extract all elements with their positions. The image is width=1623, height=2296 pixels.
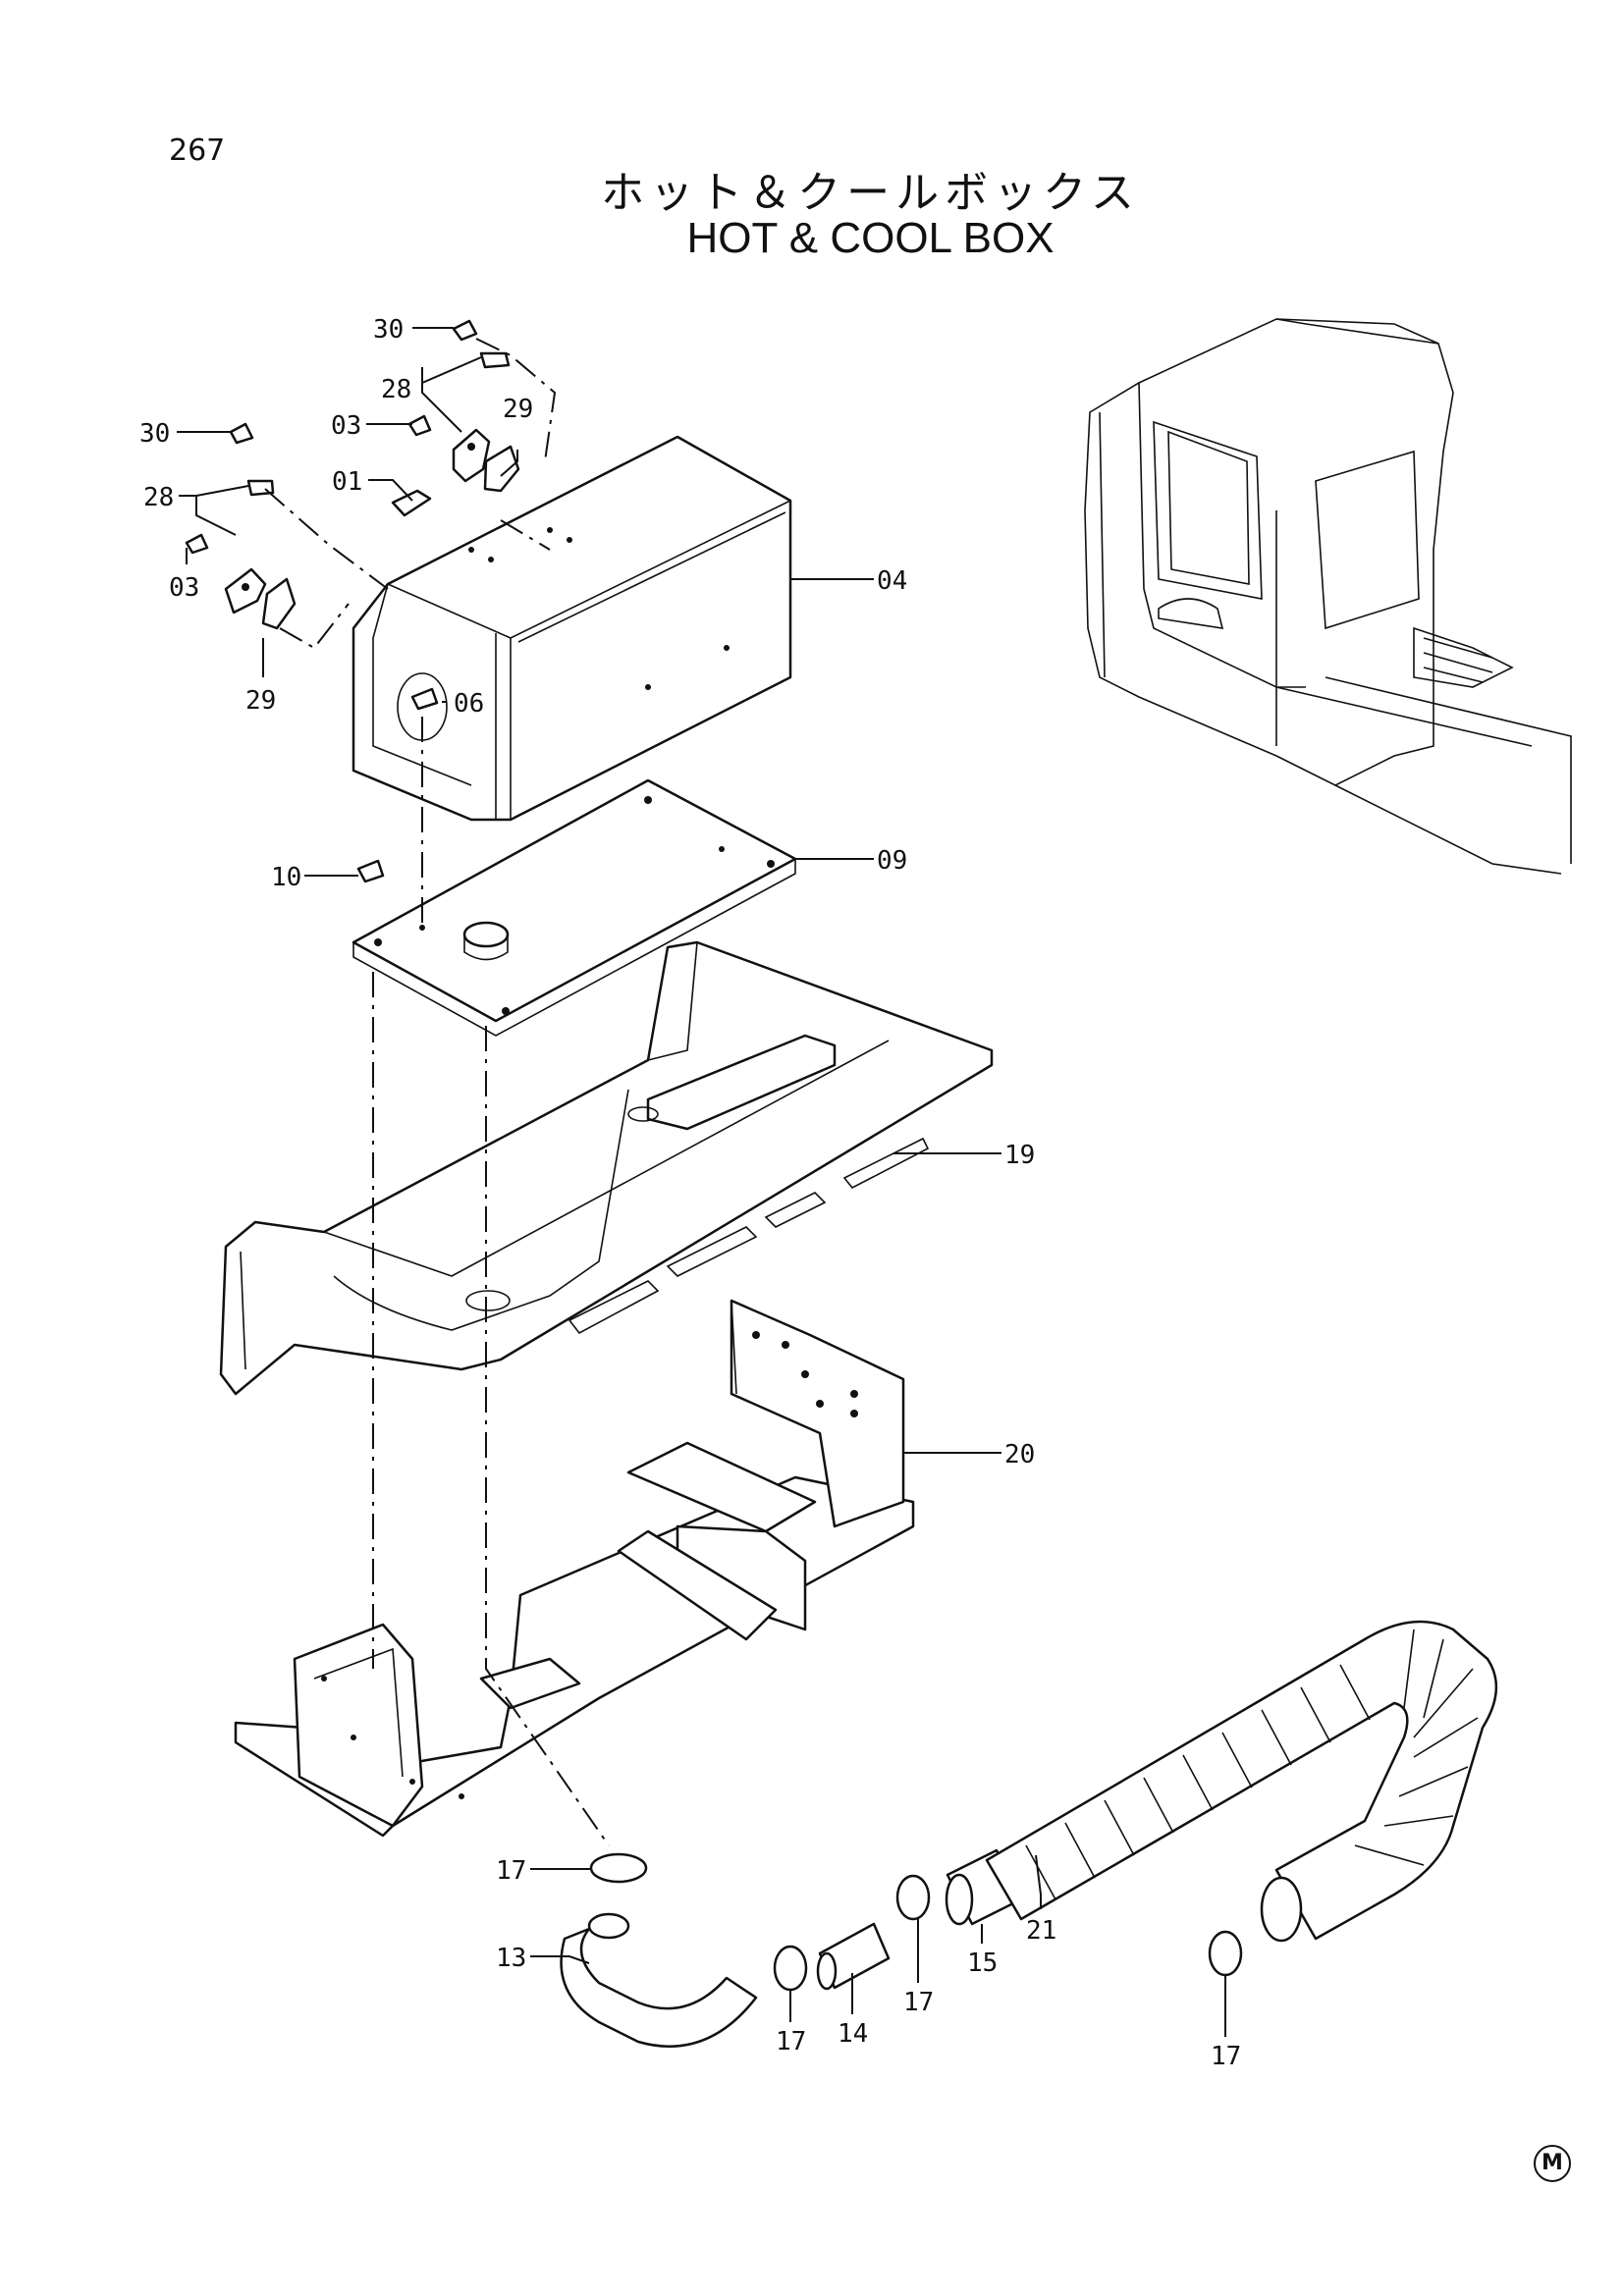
callout-01: 01 xyxy=(332,467,362,497)
bracket-28-upper xyxy=(452,351,511,483)
flex-duct-21 xyxy=(985,1620,1498,1943)
callout-17-c: 17 xyxy=(903,1988,934,2017)
callout-30-upper: 30 xyxy=(373,315,404,345)
cab-location-inset xyxy=(1084,318,1572,875)
callout-14: 14 xyxy=(838,2019,868,2049)
clip-01 xyxy=(391,489,432,517)
callout-labels: 30 28 03 29 30 01 28 03 29 04 06 09 10 1… xyxy=(139,315,1241,2071)
callout-30-lower: 30 xyxy=(139,419,170,449)
callout-19: 19 xyxy=(1004,1141,1035,1170)
title-english: HOT & COOL BOX xyxy=(686,214,1055,262)
manufacturer-mark: M xyxy=(1534,2145,1571,2182)
bracket-28-lower xyxy=(224,479,275,614)
callout-17-a: 17 xyxy=(496,1856,526,1886)
hose-13 xyxy=(560,1912,758,2048)
callout-15: 15 xyxy=(967,1949,998,1978)
bracket-29-lower xyxy=(261,577,297,630)
hose-clamps-17 xyxy=(589,1852,1243,1992)
callout-10: 10 xyxy=(271,863,301,892)
callout-17-b: 17 xyxy=(776,2027,806,2056)
bracket-29-upper xyxy=(483,445,520,493)
page-number: 267 xyxy=(169,133,226,168)
callout-29-upper: 29 xyxy=(503,395,533,424)
callout-leaders xyxy=(177,327,1226,2037)
callout-03-lower: 03 xyxy=(169,573,199,603)
callout-13: 13 xyxy=(496,1944,526,1973)
hot-cool-box-04 xyxy=(352,435,792,822)
support-frame-20 xyxy=(234,1299,915,1838)
assembly-centerlines xyxy=(264,338,610,1846)
callout-20: 20 xyxy=(1004,1440,1035,1469)
title-japanese: ホット＆クールボックス xyxy=(601,168,1140,218)
callout-28-lower: 28 xyxy=(143,483,174,512)
bolts xyxy=(185,319,478,883)
console-tray-19 xyxy=(219,940,994,1396)
callout-28-upper: 28 xyxy=(381,375,411,404)
callout-17-d: 17 xyxy=(1211,2042,1241,2071)
callout-09: 09 xyxy=(877,846,907,876)
callout-04: 04 xyxy=(877,566,907,596)
pipe-14 xyxy=(816,1922,891,1991)
callout-06: 06 xyxy=(454,689,484,719)
callout-29-lower: 29 xyxy=(245,686,276,716)
callout-03-upper: 03 xyxy=(331,411,361,441)
callout-21: 21 xyxy=(1026,1916,1056,1946)
plate-09 xyxy=(352,778,797,1037)
